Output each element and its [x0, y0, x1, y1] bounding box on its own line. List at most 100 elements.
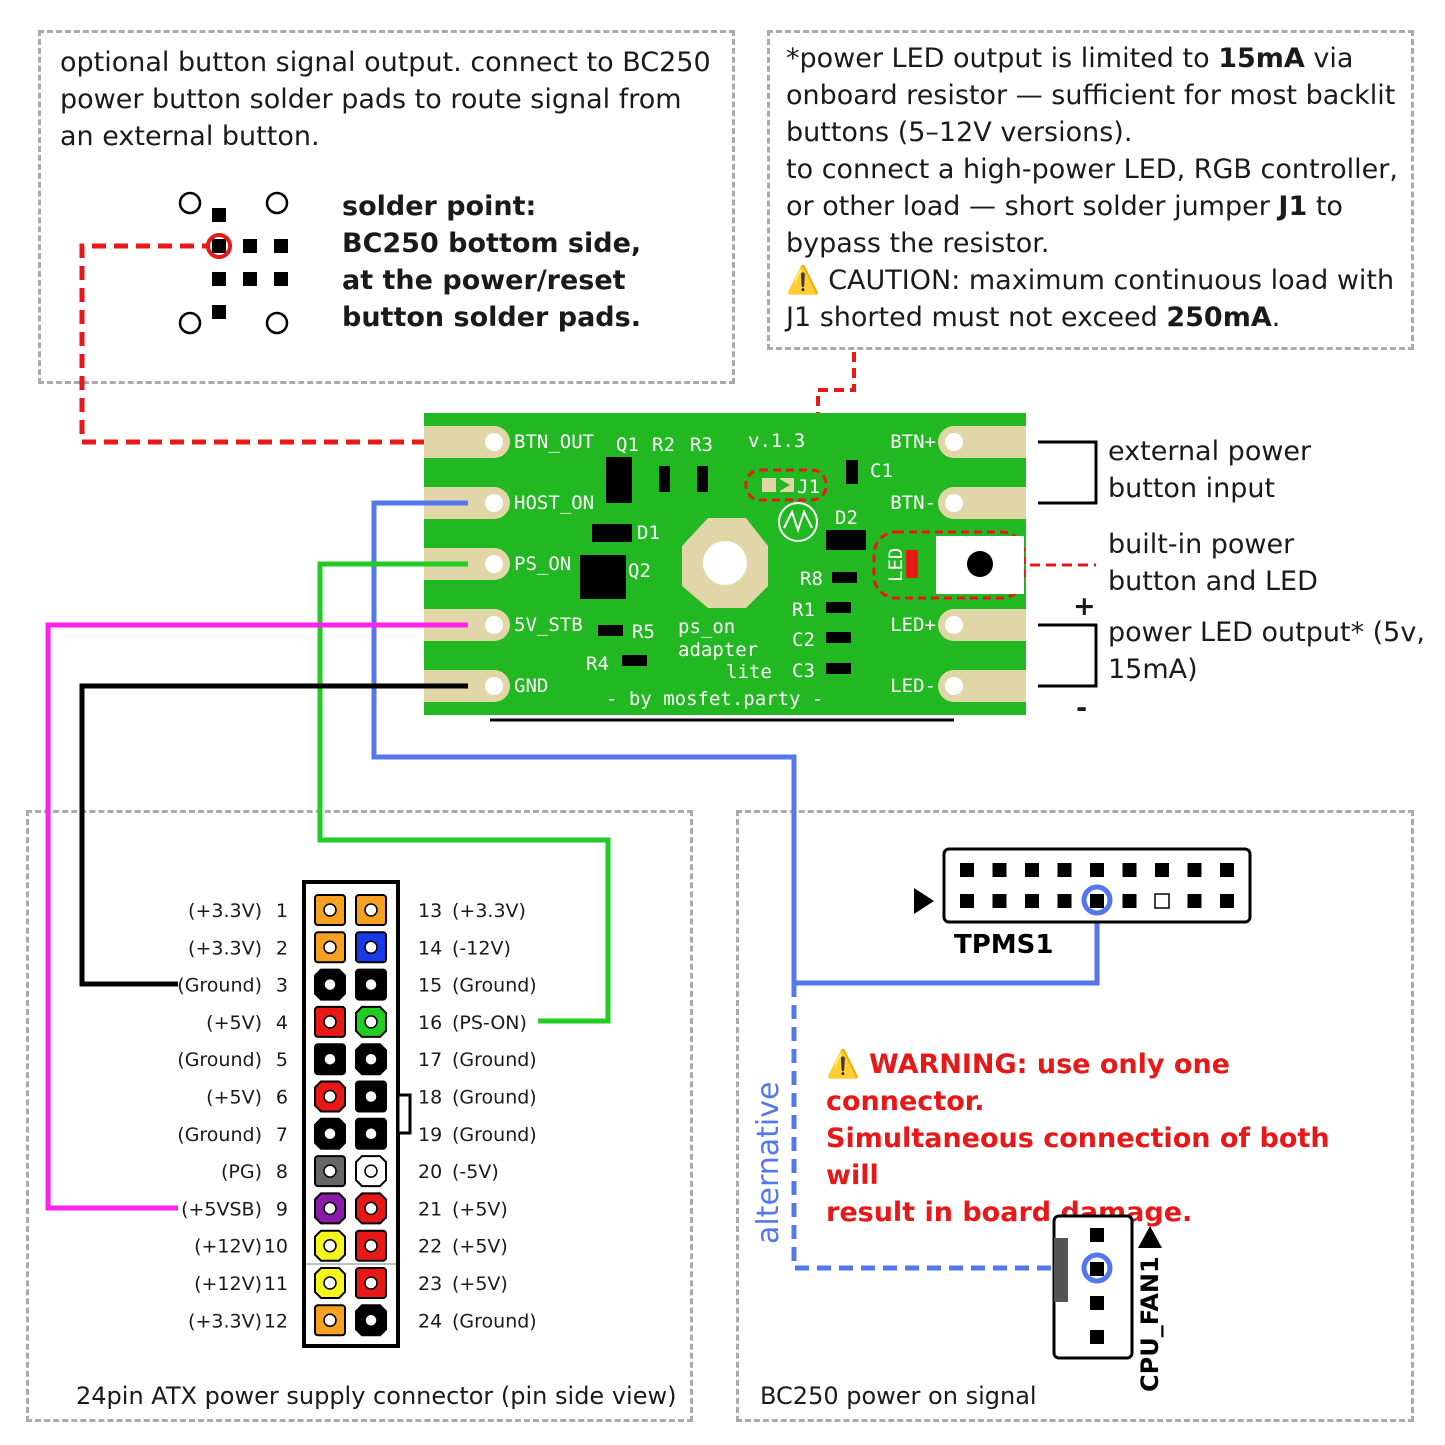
atx-pin-13-hole	[364, 903, 378, 917]
led-note-box	[767, 30, 1414, 350]
left-pads	[424, 426, 510, 702]
tpms1-pin-6	[1122, 863, 1137, 877]
atx-left-label-2: (+3.3V)	[188, 937, 262, 959]
comp-d2: D2	[835, 507, 858, 529]
pin-label-btn-out: BTN_OUT	[514, 431, 594, 453]
plus-label: +	[1073, 591, 1096, 622]
atx-right-label-11: (+5V)	[452, 1273, 508, 1295]
atx-left-label-7: (Ground)	[177, 1124, 262, 1146]
comp-r2: R2	[652, 434, 675, 456]
atx-pin-12-hole	[323, 1313, 337, 1328]
atx-right-label-7: (Ground)	[452, 1124, 537, 1146]
atx-pin-24-hole	[364, 1313, 378, 1328]
comp-led: LED	[885, 548, 907, 582]
atx-pin-4-hole	[323, 1015, 337, 1029]
tpms1-header: TPMS1	[914, 847, 1252, 960]
tpms1-pins	[960, 863, 1234, 909]
atx-pin-20-hole	[364, 1164, 378, 1178]
atx-right-number-1: 13	[418, 900, 442, 922]
board-credit: - by mosfet.party -	[606, 688, 823, 710]
tpms1-pin-3	[1025, 863, 1039, 877]
btn-out-wire	[79, 243, 470, 445]
comp-r3: R3	[690, 434, 713, 456]
atx-right-number-10: 22	[418, 1236, 442, 1258]
atx-pin-6-hole	[323, 1089, 337, 1104]
atx-caption: 24pin ATX power supply connector (pin si…	[76, 1382, 677, 1410]
tpms1-pin-8	[1187, 863, 1202, 877]
atx-right-number-12: 24	[418, 1310, 442, 1332]
tpms1-pin-11	[992, 894, 1007, 908]
tpms1-pin-1	[960, 863, 974, 877]
pcb-components	[580, 457, 866, 674]
tpms1-pin-17	[1187, 894, 1202, 908]
alternative-label: alternative	[751, 1082, 786, 1244]
atx-left-number-1: 1	[276, 900, 288, 922]
atx-pin-8-hole	[323, 1164, 337, 1178]
atx-pin-10-hole	[323, 1238, 337, 1253]
atx-pin-18-hole	[364, 1089, 378, 1104]
tpms1-pin-7	[1155, 863, 1169, 877]
mosfet-logo-icon	[778, 502, 818, 542]
atx-pin-2-hole	[323, 940, 337, 955]
host-on-wire	[371, 500, 1100, 986]
button-output-note: optional button signal output. connect t…	[60, 47, 711, 152]
atx-left-number-4: 4	[276, 1012, 288, 1034]
atx-left-label-6: (+5V)	[206, 1087, 262, 1109]
pin-label-btn-plus: BTN+	[890, 431, 936, 453]
tpms1-pin-18	[1220, 894, 1234, 908]
comp-q2: Q2	[628, 560, 651, 582]
pin-label-ps-on: PS_ON	[514, 553, 571, 575]
tpms1-pin-5	[1090, 863, 1104, 877]
atx-left-number-2: 2	[276, 937, 288, 959]
bc250-caption: BC250 power on signal	[760, 1382, 1037, 1410]
tpms1-pin-14	[1090, 894, 1104, 908]
atx-left-number-7: 7	[276, 1124, 288, 1146]
warning-note: ⚠️ WARNING: use only one connector. Simu…	[826, 1049, 1330, 1228]
board-title-1: ps_on	[678, 616, 735, 638]
pin-label-led-minus: LED-	[890, 675, 936, 697]
atx-box	[26, 810, 693, 1422]
tpms1-pin-2	[992, 863, 1007, 877]
solder-point-note: solder point: BC250 bottom side, at the …	[342, 191, 642, 333]
atx-right-number-6: 18	[418, 1087, 442, 1109]
comp-c1: C1	[870, 460, 893, 482]
comp-r4: R4	[586, 653, 609, 675]
atx-right-number-8: 20	[418, 1161, 442, 1183]
j1-jumper	[744, 468, 828, 502]
atx-left-label-12: (+3.3V)	[188, 1310, 262, 1332]
tpms1-pin-12	[1025, 894, 1039, 908]
pin-label-5v-stb: 5V_STB	[514, 614, 583, 636]
tpms1-pin-9	[1220, 863, 1234, 877]
atx-right-number-2: 14	[418, 937, 442, 959]
atx-right-number-7: 19	[418, 1124, 442, 1146]
comp-c2: C2	[792, 629, 815, 651]
5v-stb-wire	[45, 622, 468, 1211]
atx-right-label-10: (+5V)	[452, 1236, 508, 1258]
atx-connector	[302, 880, 412, 1348]
atx-right-label-4: (PS-ON)	[452, 1012, 527, 1034]
comp-r8: R8	[800, 568, 823, 590]
atx-left-label-5: (Ground)	[177, 1049, 262, 1071]
atx-left-number-10: 10	[264, 1236, 288, 1258]
atx-pin-16-hole	[364, 1015, 378, 1029]
comp-r1: R1	[792, 599, 815, 621]
led-output-label: power LED output* (5v,15mA)	[1108, 617, 1425, 685]
comp-q1: Q1	[616, 434, 639, 456]
pin-label-led-plus: LED+	[890, 614, 936, 636]
ext-button-bracket	[1038, 440, 1098, 505]
cpu-fan1-header: CPU_FAN1	[1052, 1214, 1164, 1392]
minus-label: -	[1076, 693, 1088, 724]
comp-j1: J1	[797, 476, 820, 498]
button-output-note-box	[38, 30, 735, 384]
tpms1-pin-15	[1122, 894, 1137, 908]
led-output-bracket	[1038, 623, 1098, 688]
host-on-alt-wire	[791, 983, 1097, 1271]
atx-left-label-8: (PG)	[221, 1161, 262, 1183]
atx-left-label-4: (+5V)	[206, 1012, 262, 1034]
tpms1-pin-13	[1057, 894, 1072, 908]
comp-c3: C3	[792, 660, 815, 682]
pin-label-host-on: HOST_ON	[514, 492, 594, 514]
atx-pin-15-hole	[364, 977, 378, 992]
